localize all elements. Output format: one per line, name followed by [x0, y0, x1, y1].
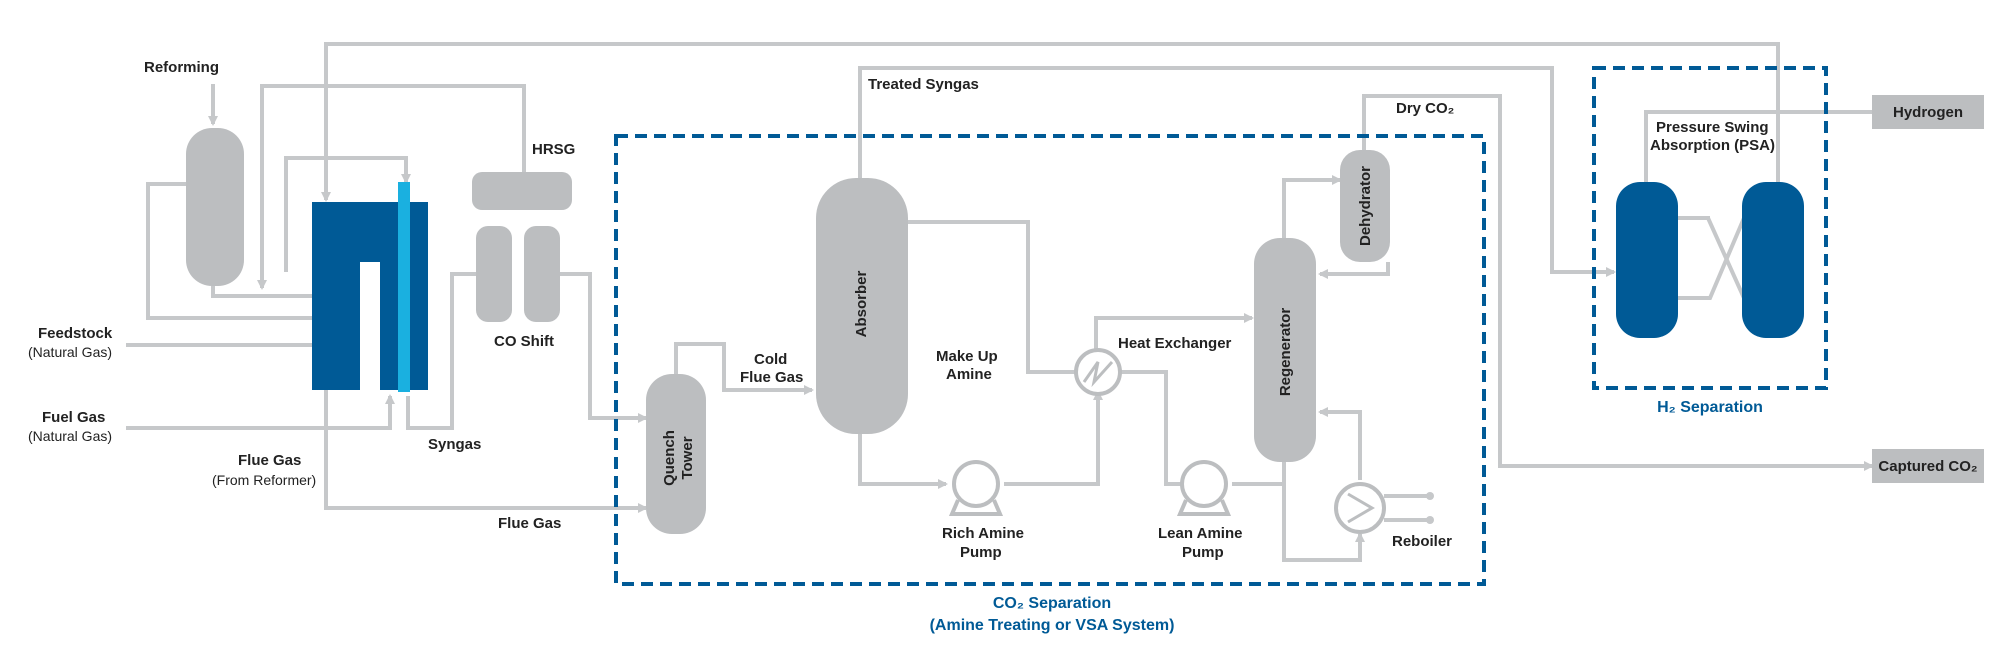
- treated-syngas-label: Treated Syngas: [868, 76, 979, 93]
- reboiler-return-line: [1318, 407, 1362, 480]
- quench-tower: [646, 374, 706, 534]
- quench-tower-label-2: Tower: [679, 436, 696, 479]
- hrsg-loop-line: [257, 84, 526, 290]
- dry-co2-line: [1362, 94, 1874, 471]
- hydrogen-box: [1872, 95, 1984, 129]
- psa-vessel-2: [1742, 182, 1804, 338]
- make-up-amine-label-2: Amine: [946, 366, 992, 383]
- absorber-label: Absorber: [853, 271, 870, 338]
- psa-label-1: Pressure Swing: [1656, 119, 1769, 136]
- rich-amine-pump: [948, 460, 1004, 516]
- psa-label-2: Absorption (PSA): [1650, 137, 1775, 154]
- treated-syngas-line: [858, 66, 1616, 277]
- dehydrator-return-line: [1318, 262, 1390, 279]
- reformer-furnace: [312, 202, 428, 390]
- flue-gas-reformer-label: Flue Gas: [238, 452, 301, 469]
- captured-co2-label: Captured CO₂: [1878, 458, 1977, 475]
- co-shift-vessel-2: [524, 226, 560, 322]
- hrsg-label: HRSG: [532, 141, 575, 158]
- rich-amine-pump-label-1: Rich Amine: [942, 525, 1024, 542]
- regenerator-label: Regenerator: [1277, 308, 1294, 397]
- psa-crossover-line-2: [1676, 217, 1746, 300]
- hx-to-lean-line: [1120, 370, 1182, 486]
- quench-tower-label-1: Quench: [661, 430, 678, 486]
- flue-gas-label: Flue Gas: [498, 515, 561, 532]
- co-shift-vessel-1: [476, 226, 512, 322]
- dehydrator-vessel: [1340, 150, 1390, 262]
- absorber-side-line: [908, 220, 1078, 374]
- lean-amine-pump-label-2: Pump: [1182, 544, 1224, 561]
- reboiler-label: Reboiler: [1392, 533, 1452, 550]
- reforming-label: Reforming: [144, 59, 219, 76]
- rich-to-hx-line: [1004, 390, 1103, 486]
- feedstock-loop-line: [146, 182, 312, 320]
- co2-separation-boundary: [614, 134, 1486, 586]
- rich-amine-line: [858, 434, 948, 489]
- inner-loop-line: [284, 156, 411, 272]
- reboiler: [1334, 482, 1386, 534]
- heat-exchanger: [1074, 348, 1122, 396]
- hydrogen-line: [1644, 110, 1872, 182]
- flue-gas-reformer-sublabel: (From Reformer): [212, 472, 316, 488]
- dry-co2-label: Dry CO₂: [1396, 100, 1454, 117]
- hydrogen-label: Hydrogen: [1893, 104, 1963, 121]
- captured-co2-box: [1872, 449, 1984, 483]
- regen-to-dehydrator-line: [1282, 175, 1342, 238]
- lean-amine-pump: [1176, 460, 1232, 516]
- h2-separation-boundary: [1592, 66, 1828, 390]
- reforming-vessel: [186, 128, 244, 286]
- co2-separation-label-1: CO₂ Separation: [993, 595, 1111, 612]
- reformer-tube: [398, 182, 410, 392]
- cold-flue-gas-label-2: Flue Gas: [740, 369, 803, 386]
- labels: Reforming HRSG CO Shift Feedstock (Natur…: [28, 59, 1978, 634]
- hrsg-unit: [472, 172, 572, 210]
- lean-to-regen-line: [1232, 462, 1286, 486]
- feedstock-sublabel: (Natural Gas): [28, 344, 112, 360]
- feedstock-label: Feedstock: [38, 325, 113, 342]
- co-shift-outlet-line: [560, 272, 648, 423]
- syngas-line: [406, 272, 476, 430]
- dehydrator-label: Dehydrator: [1357, 166, 1374, 246]
- hx-to-regen-line: [1094, 313, 1254, 354]
- rich-amine-pump-label-2: Pump: [960, 544, 1002, 561]
- syngas-label: Syngas: [428, 436, 481, 453]
- cold-flue-gas-line: [674, 342, 814, 395]
- lean-amine-pump-label-1: Lean Amine: [1158, 525, 1242, 542]
- fuel-gas-line: [126, 394, 395, 430]
- h2-separation-label: H₂ Separation: [1657, 399, 1763, 416]
- fuel-gas-sublabel: (Natural Gas): [28, 428, 112, 444]
- flue-gas-line: [324, 390, 648, 513]
- make-up-amine-label-1: Make Up: [936, 348, 998, 365]
- psa-vessel-1: [1616, 182, 1678, 338]
- reformer-link-line: [211, 286, 312, 298]
- psa-crossover-line-1: [1676, 216, 1746, 300]
- heat-exchanger-label: Heat Exchanger: [1118, 335, 1232, 352]
- co2-separation-label-2: (Amine Treating or VSA System): [930, 617, 1175, 634]
- cold-flue-gas-label-1: Cold: [754, 351, 787, 368]
- co-shift-label: CO Shift: [494, 333, 554, 350]
- fuel-gas-label: Fuel Gas: [42, 409, 105, 426]
- regenerator-column: [1254, 238, 1316, 462]
- regen-to-reboiler-line: [1282, 462, 1365, 562]
- absorber-column: [816, 178, 908, 434]
- pipes: [126, 42, 1874, 562]
